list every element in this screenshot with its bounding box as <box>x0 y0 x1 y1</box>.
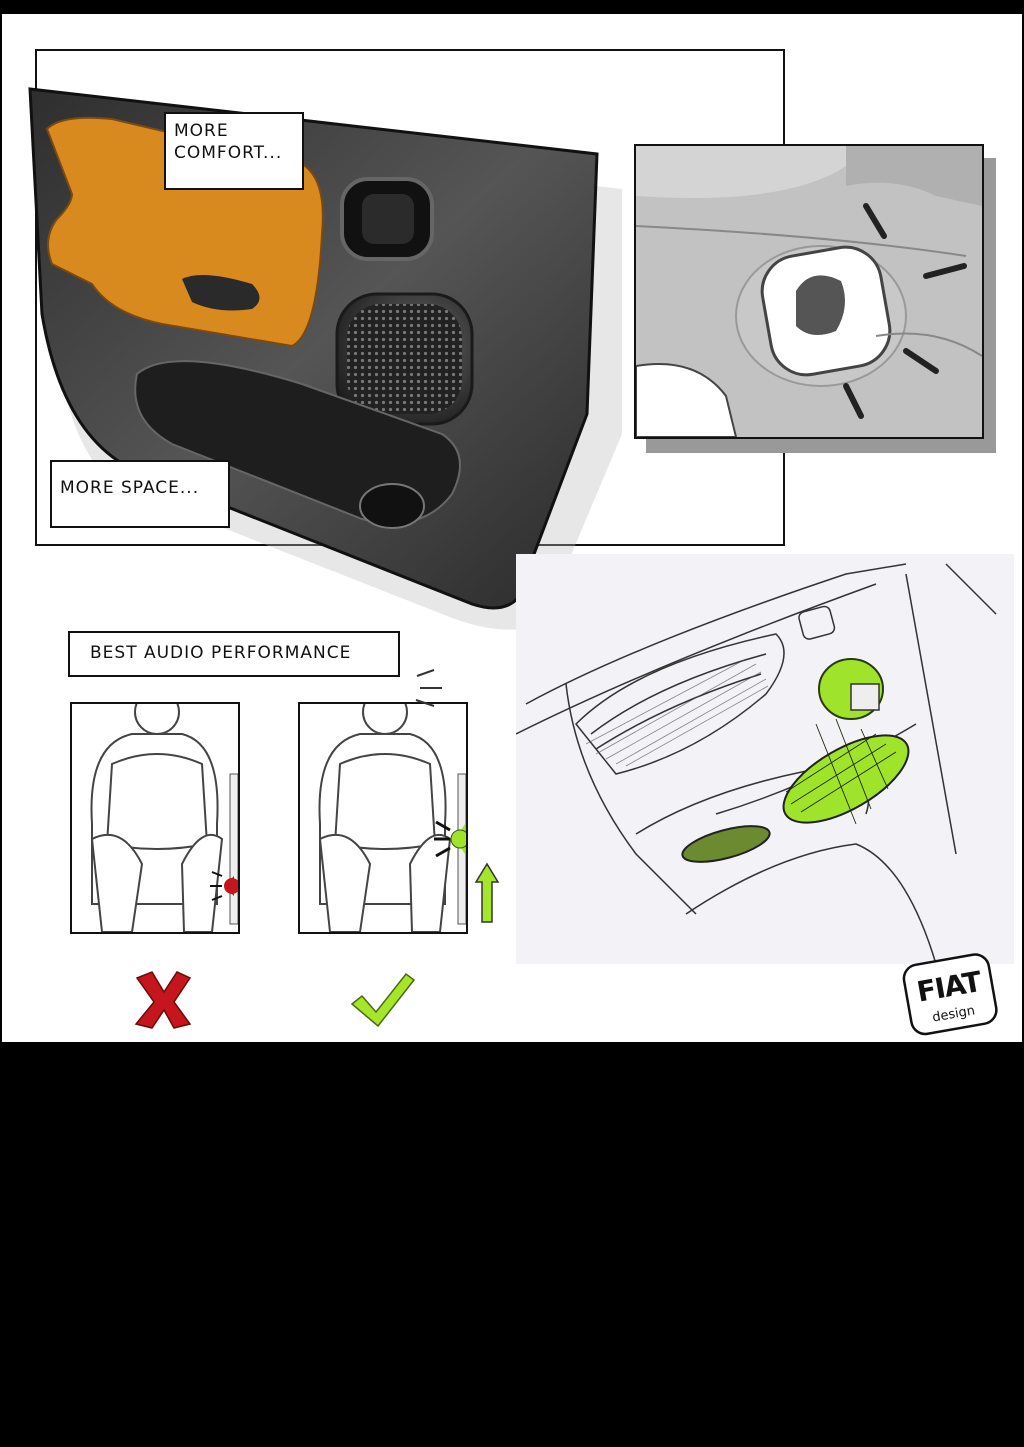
caption-more-comfort: MORE COMFORT... <box>164 112 304 190</box>
seat-wrong-panel <box>70 702 240 934</box>
caption-more-space: MORE SPACE... <box>50 460 230 528</box>
handle-detail-panel <box>634 144 984 439</box>
svg-text:design: design <box>931 1003 976 1025</box>
door-concept-sketch-panel <box>516 554 1014 964</box>
caption-best-audio: BEST AUDIO PERFORMANCE <box>68 631 400 677</box>
seat-right-panel <box>298 702 468 934</box>
handle-detail-sketch <box>636 146 982 437</box>
svg-text:FIAT: FIAT <box>914 965 984 1009</box>
seat-right-sketch <box>318 704 466 932</box>
seat-wrong-sketch <box>90 704 238 932</box>
door-concept-sketch <box>516 563 997 964</box>
design-sheet: MORE COMFORT... MORE SPACE... BEST AUDIO… <box>2 14 1022 1042</box>
sketch-speaker-green <box>782 734 910 824</box>
storage-pocket <box>134 360 461 525</box>
